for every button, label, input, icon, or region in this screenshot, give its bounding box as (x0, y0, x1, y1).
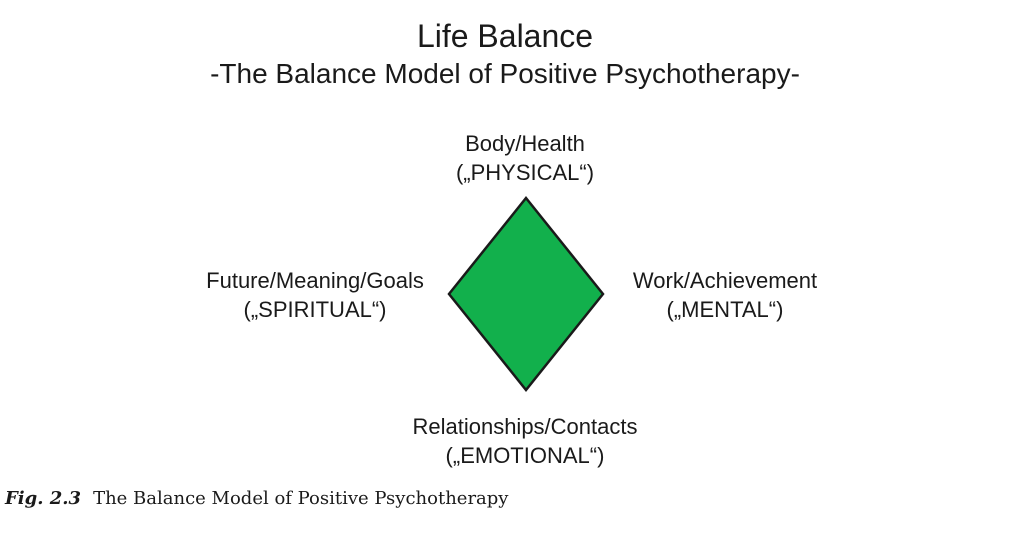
label-mental: Work/Achievement („MENTAL“) (600, 266, 850, 324)
figure-caption: Fig. 2.3 The Balance Model of Positive Ps… (5, 488, 508, 509)
label-physical-type: („PHYSICAL“) (455, 160, 595, 185)
label-mental-name: Work/Achievement (632, 268, 818, 293)
balance-diamond (447, 196, 605, 392)
label-physical-name: Body/Health (465, 131, 585, 156)
balance-diamond-shape (447, 196, 605, 392)
label-spiritual-type: („SPIRITUAL“) (243, 297, 387, 322)
label-emotional-name: Relationships/Contacts (412, 414, 638, 439)
figure-caption-text: The Balance Model of Positive Psychother… (93, 488, 509, 509)
label-emotional-type: („EMOTIONAL“) (445, 443, 605, 468)
label-physical: Body/Health („PHYSICAL“) (425, 129, 625, 187)
diagram-subtitle: -The Balance Model of Positive Psychothe… (210, 58, 800, 89)
figure-label: Fig. 2.3 (5, 488, 82, 509)
label-emotional: Relationships/Contacts („EMOTIONAL“) (375, 412, 675, 470)
diagram-title: Life Balance (416, 18, 594, 54)
label-spiritual-name: Future/Meaning/Goals (206, 268, 424, 293)
label-spiritual: Future/Meaning/Goals („SPIRITUAL“) (175, 266, 455, 324)
label-mental-type: („MENTAL“) (666, 297, 784, 322)
